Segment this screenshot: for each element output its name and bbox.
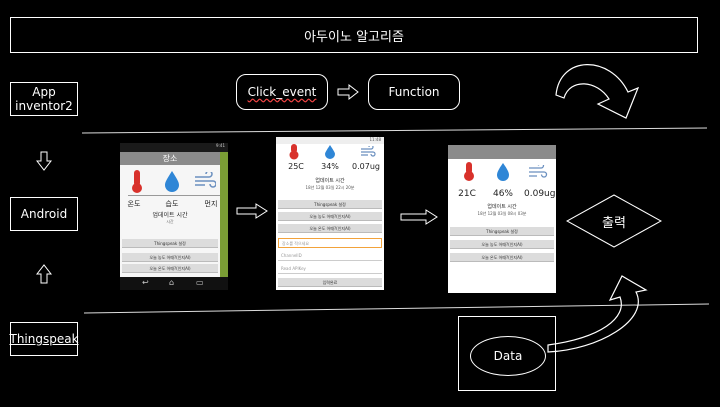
click-event-label: Click_event bbox=[247, 85, 317, 99]
humidity-value: 46% bbox=[492, 189, 513, 199]
data-label: Data bbox=[493, 349, 523, 363]
temp-value: 21C bbox=[458, 189, 476, 199]
update-label: 업데이트 시간 bbox=[152, 212, 188, 219]
status-bar: 9:41 bbox=[120, 143, 228, 152]
time-label: 시간 bbox=[166, 219, 174, 224]
thingspeak-settings-button[interactable]: Thingspeak 설정 bbox=[122, 239, 218, 248]
read-api-key-input[interactable]: Read APIKey bbox=[278, 264, 382, 274]
recent-apps-icon[interactable]: ▭ bbox=[196, 278, 204, 287]
thingspeak-label: Thingspeak bbox=[9, 332, 79, 346]
dust-ai-button[interactable]: 오늘 농도 어때?(인지AI) bbox=[122, 253, 218, 262]
data-ellipse: Data bbox=[470, 336, 546, 376]
side-strip bbox=[220, 152, 228, 277]
curved-arrow-bottom bbox=[547, 275, 648, 353]
phone-screen-1: 9:41 장소 온도 습도 먼지 업데이트 시간 시간 Thingspeak 설… bbox=[120, 143, 228, 290]
output-label: 출력 bbox=[602, 216, 626, 231]
humidity-value: 34% bbox=[321, 162, 339, 171]
curved-arrow-top bbox=[555, 64, 640, 119]
function-label: Function bbox=[388, 85, 440, 99]
app-inventor-label: App inventor2 bbox=[15, 85, 73, 113]
output-diamond bbox=[566, 194, 662, 248]
thingspeak-settings-button[interactable]: Thingspeak 설정 bbox=[450, 227, 554, 236]
android-label: Android bbox=[20, 207, 68, 221]
dust-value: 0.09ug bbox=[524, 189, 556, 199]
android-box: Android bbox=[10, 197, 78, 231]
water-drop-icon bbox=[325, 145, 335, 159]
dust-ai-button[interactable]: 오늘 농도 어때?(인지AI) bbox=[450, 240, 554, 249]
thermometer-icon bbox=[289, 144, 299, 160]
up-hollow-arrow-icon bbox=[36, 264, 52, 284]
place-input[interactable]: 장소를 적으세요 bbox=[278, 238, 382, 248]
phone1-title: 장소 bbox=[120, 152, 220, 165]
status-time: 11:48 bbox=[369, 137, 381, 142]
status-time: 9:41 bbox=[216, 143, 225, 148]
wind-icon bbox=[195, 172, 216, 188]
nav-bar: ↩ ⌂ ▭ bbox=[120, 277, 228, 290]
down-hollow-arrow-icon bbox=[36, 151, 52, 171]
temp-ai-button[interactable]: 오늘 온도 어때?(인지AI) bbox=[122, 264, 218, 273]
status-bar: 11:48 bbox=[276, 137, 384, 144]
right-hollow-arrow-icon bbox=[236, 203, 268, 219]
home-icon[interactable]: ⌂ bbox=[169, 278, 175, 287]
right-hollow-arrow-icon bbox=[337, 84, 359, 100]
right-hollow-arrow-icon bbox=[400, 209, 438, 225]
thingspeak-settings-button[interactable]: Thingspeak 설정 bbox=[278, 200, 382, 209]
data-box bbox=[458, 316, 556, 391]
label-dust: 먼지 bbox=[204, 200, 218, 208]
app-inventor-box: App inventor2 bbox=[10, 82, 78, 116]
dust-ai-button[interactable]: 오늘 농도 어때?(인지AI) bbox=[278, 212, 382, 221]
temp-ai-button[interactable]: 오늘 온도 어때?(인지AI) bbox=[450, 253, 554, 262]
phone3-title-bar bbox=[448, 145, 556, 159]
thermometer-icon bbox=[464, 162, 474, 181]
phone-screen-3: 21C 46% 0.09ug 업데이트 시간 18년 12월 03일 08시 0… bbox=[448, 145, 556, 293]
thingspeak-box: Thingspeak bbox=[9, 322, 79, 356]
update-label: 업데이트 시간 bbox=[315, 178, 345, 184]
temp-ai-button[interactable]: 오늘 온도 어때?(인지AI) bbox=[278, 224, 382, 233]
label-temp: 온도 bbox=[127, 200, 141, 208]
channel-id-input[interactable]: ChannelID bbox=[278, 251, 382, 261]
update-time: 18년 12월 03일 22시 20분 bbox=[305, 185, 355, 190]
page-title: 아두이노 알고리즘 bbox=[304, 29, 404, 45]
label-humidity: 습도 bbox=[165, 200, 179, 208]
wind-icon bbox=[529, 165, 548, 178]
title-box: 아두이노 알고리즘 bbox=[10, 17, 698, 53]
update-time: 18년 12월 03일 08시 03분 bbox=[477, 211, 527, 216]
function-box: Function bbox=[368, 74, 460, 110]
temp-value: 25C bbox=[288, 162, 304, 171]
click-event-box: Click_event bbox=[236, 74, 328, 110]
water-drop-icon bbox=[497, 163, 509, 181]
update-label: 업데이트 시간 bbox=[487, 204, 517, 210]
thermometer-icon bbox=[132, 170, 142, 193]
done-button[interactable]: 입력완료 bbox=[278, 278, 382, 287]
back-icon[interactable]: ↩ bbox=[142, 278, 149, 287]
water-drop-icon bbox=[165, 171, 179, 192]
dust-value: 0.07ug bbox=[352, 162, 380, 171]
wind-icon bbox=[361, 146, 376, 157]
phone-screen-2: 11:48 25C 34% 0.07ug 업데이트 시간 18년 12월 03일… bbox=[276, 137, 384, 290]
